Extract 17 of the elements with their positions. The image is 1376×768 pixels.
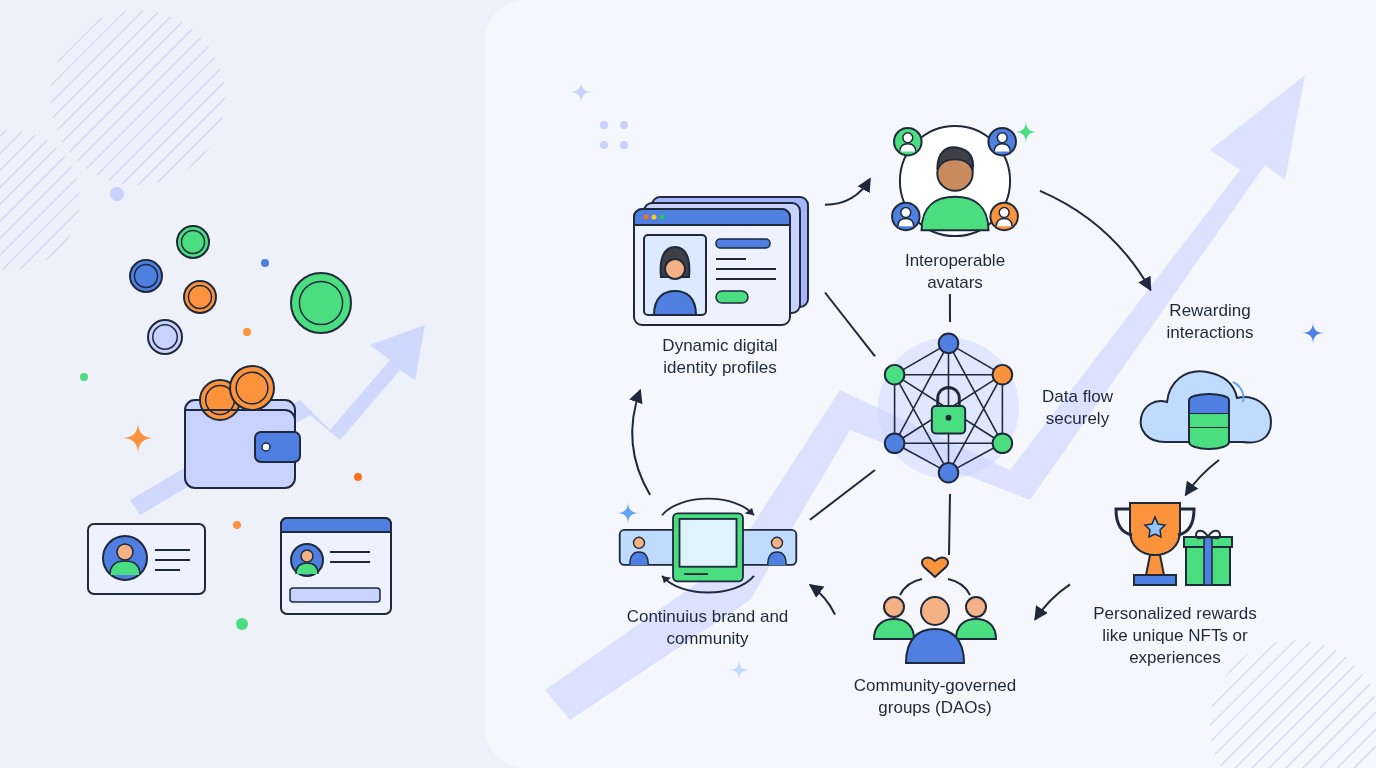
node-label: Rewarding interactions xyxy=(1165,300,1255,344)
arrow xyxy=(808,583,836,616)
arrow xyxy=(629,388,652,496)
node-label: Personalized rewards like unique NFTs or experiences xyxy=(1092,603,1258,669)
arrow xyxy=(824,177,871,206)
node-label: Continuius brand and community xyxy=(625,606,790,650)
arrow xyxy=(1034,583,1071,621)
arrow xyxy=(1184,459,1220,497)
connector-line xyxy=(824,291,876,358)
connector-line xyxy=(948,493,951,556)
node-label: Interoperable avatars xyxy=(903,250,1007,294)
connector-line xyxy=(809,468,876,521)
connector-line xyxy=(948,293,951,323)
node-label: Data flow securely xyxy=(1041,386,1114,430)
node-label: Community-governed groups (DAOs) xyxy=(852,675,1018,719)
arrow xyxy=(1039,189,1152,292)
node-label: Dynamic digital identity profiles xyxy=(661,335,779,379)
